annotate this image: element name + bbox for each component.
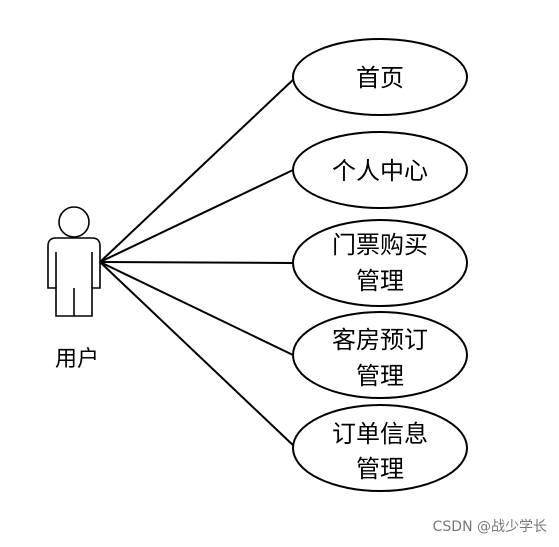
use-case-ellipse bbox=[292, 311, 468, 399]
association-lines bbox=[99, 76, 297, 449]
use-case-label-line-2: 管理 bbox=[356, 455, 404, 483]
use-case-ellipse bbox=[292, 404, 468, 492]
use-case-label-line-1: 客房预订 bbox=[332, 326, 428, 354]
use-case-label-line-1: 门票购买 bbox=[332, 231, 428, 259]
association-line-room-booking bbox=[99, 261, 294, 356]
association-line-personal-center bbox=[99, 169, 294, 263]
actor-head bbox=[58, 206, 90, 238]
use-case-room-booking: 客房预订 管理 bbox=[292, 311, 468, 399]
use-case-label-line-1: 订单信息 bbox=[332, 420, 428, 448]
association-line-order-info bbox=[99, 261, 297, 449]
use-case-ellipse bbox=[292, 219, 468, 307]
use-case-label: 个人中心 bbox=[332, 157, 428, 185]
actor-label: 用户 bbox=[55, 347, 99, 372]
association-line-homepage bbox=[99, 76, 297, 263]
association-line-ticket-purchase bbox=[99, 261, 294, 264]
actor-figure bbox=[47, 206, 101, 317]
use-case-label-line-2: 管理 bbox=[356, 362, 404, 390]
use-case-personal-center: 个人中心 bbox=[292, 131, 468, 209]
use-case-label: 首页 bbox=[356, 64, 404, 92]
actor-body bbox=[47, 237, 101, 317]
use-case-label-line-2: 管理 bbox=[356, 267, 404, 295]
use-case-homepage: 首页 bbox=[292, 38, 468, 116]
use-case-ticket-purchase: 门票购买 管理 bbox=[292, 219, 468, 307]
use-case-ellipse bbox=[292, 38, 468, 116]
use-case-order-info: 订单信息 管理 bbox=[292, 404, 468, 492]
watermark-text: CSDN @战少学长 bbox=[433, 519, 547, 535]
use-case-ellipse bbox=[292, 131, 468, 209]
